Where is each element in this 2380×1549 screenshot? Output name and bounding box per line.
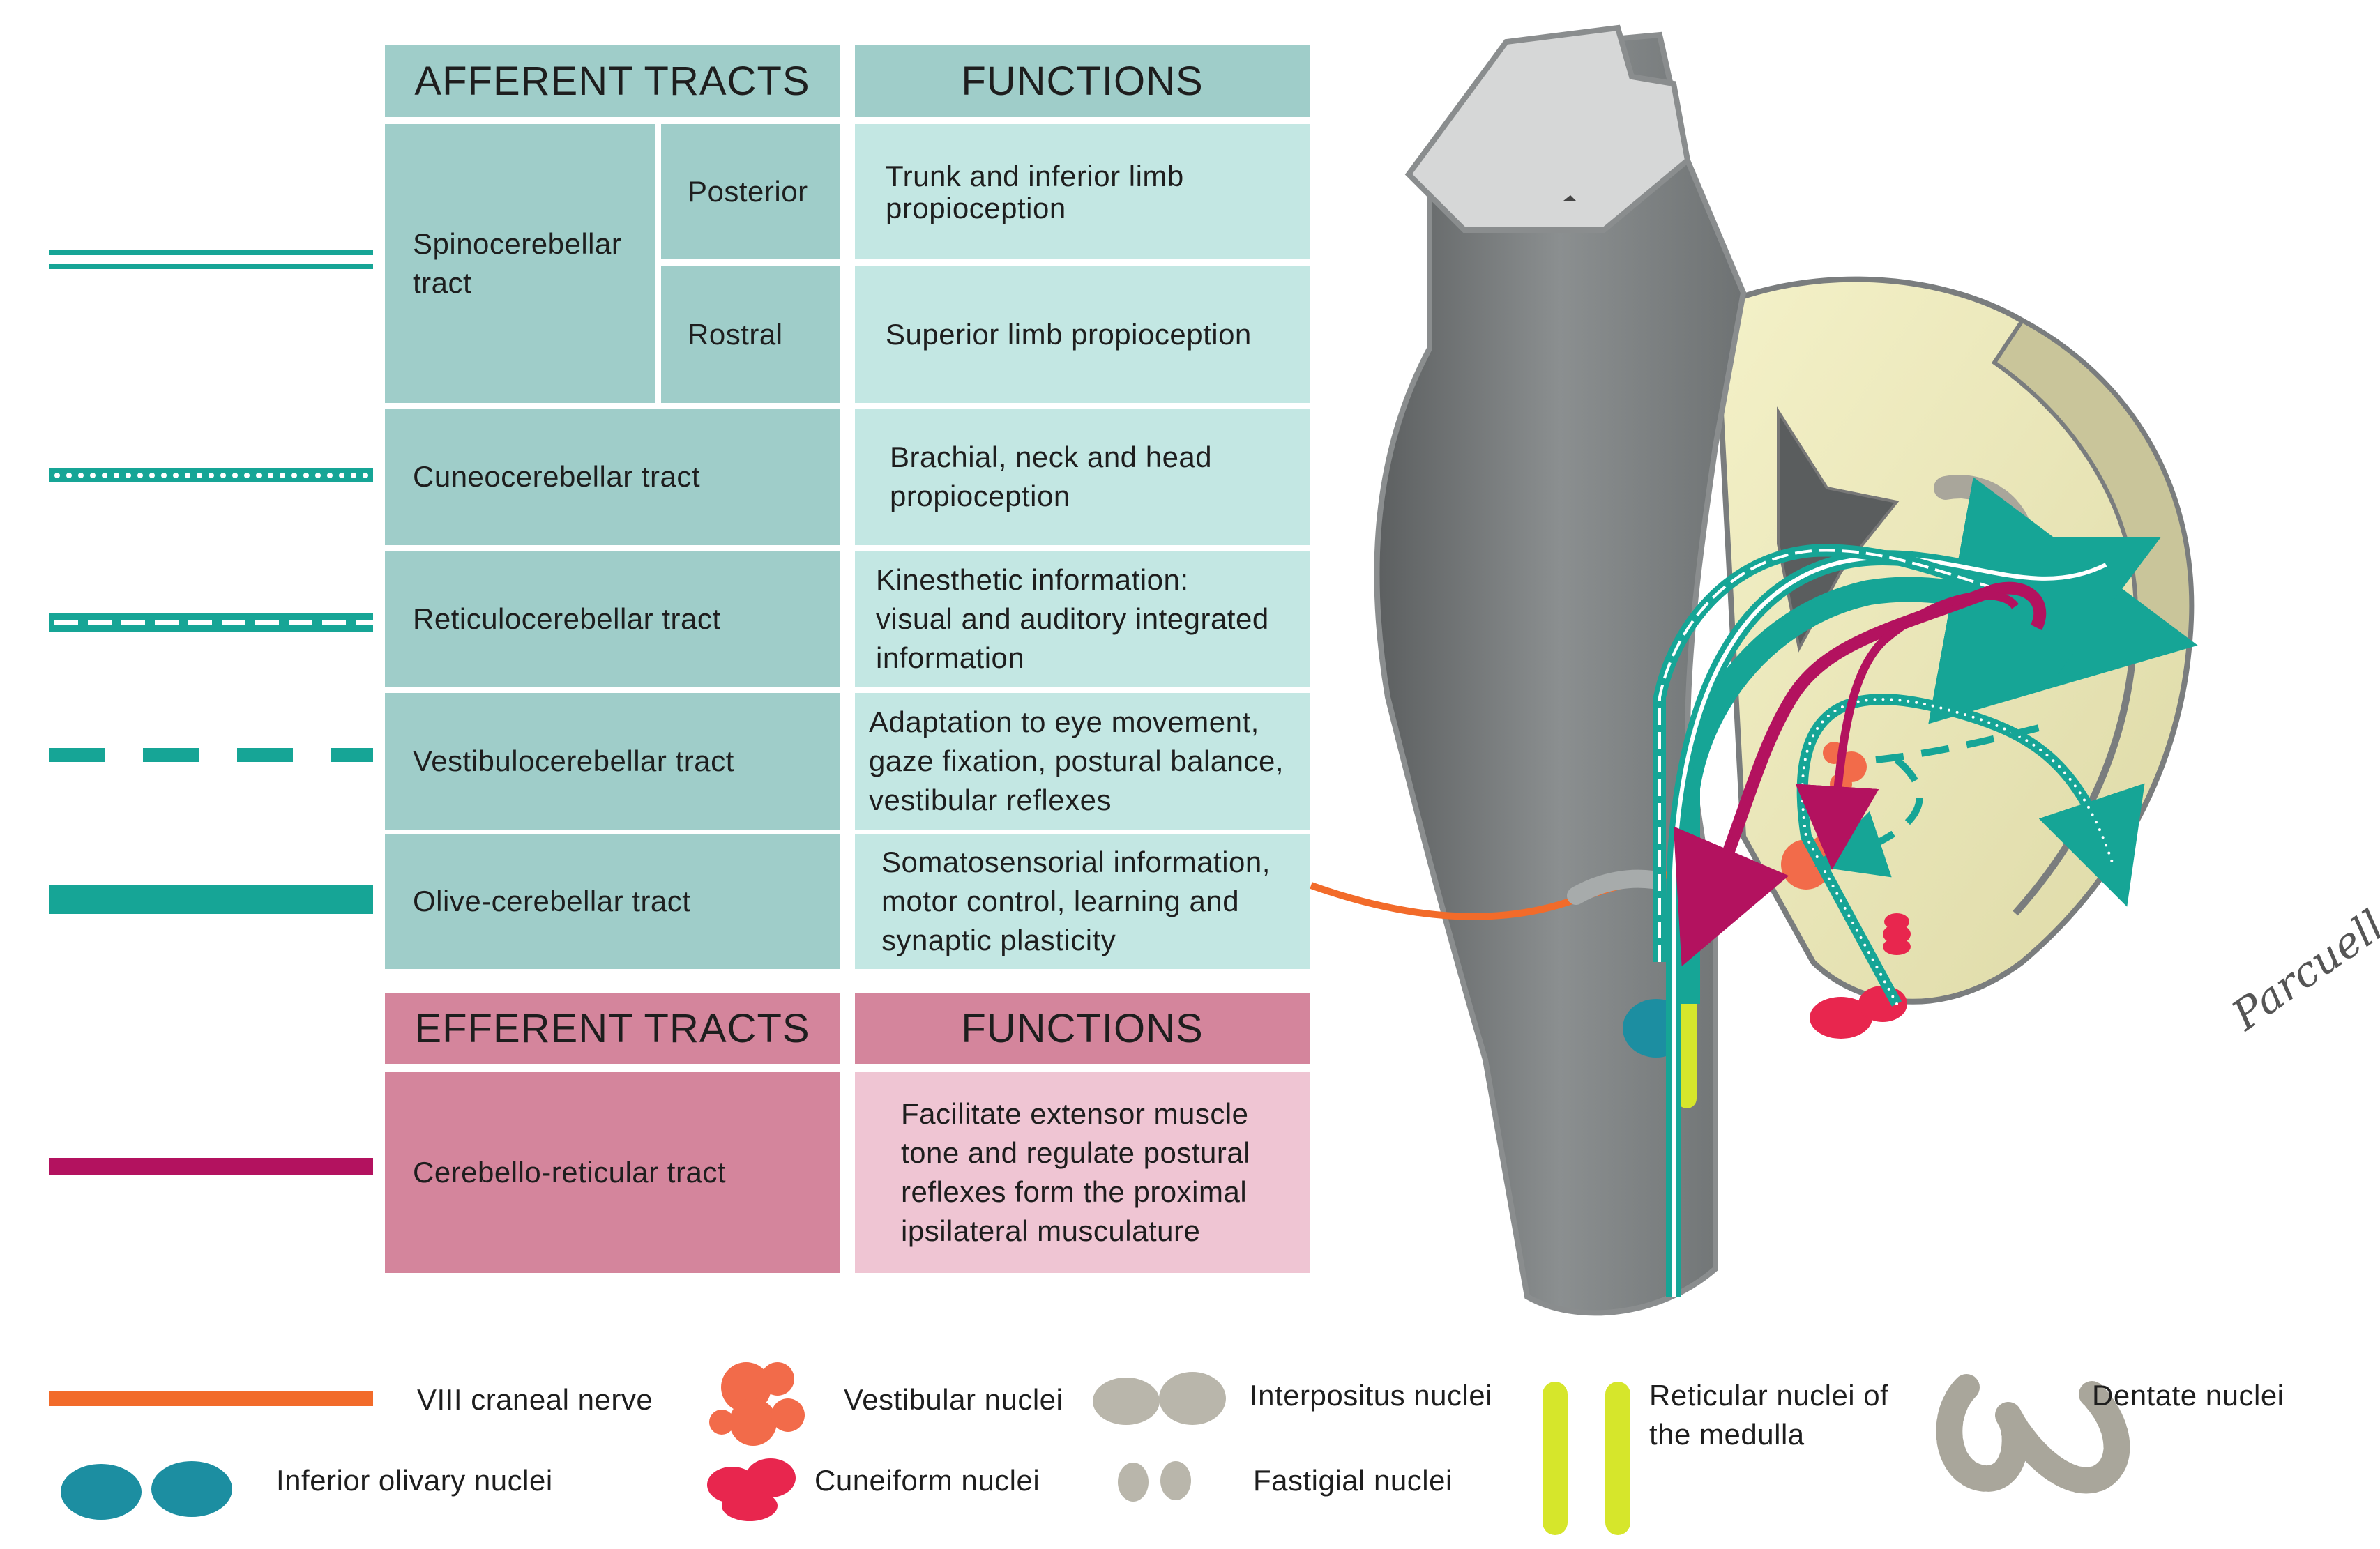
interpositus-legend-icon (1093, 1372, 1226, 1425)
aqueduct-icon (1563, 195, 1576, 201)
cuneocerebellar-function-cell: Brachial, neck and head propioception (855, 409, 1310, 545)
vestibulocerebellar-tract-cell: Vestibulocerebellar tract (385, 693, 840, 830)
cerebello-reticular-tract (1673, 581, 2047, 967)
reticular-legend-icon (1543, 1382, 1630, 1535)
afferent-functions-header: FUNCTIONS (855, 45, 1310, 117)
vestibular-legend-icon (709, 1362, 805, 1446)
double-line-sample (49, 250, 373, 269)
dentate-legend-icon (1936, 1374, 2130, 1494)
line-samples (49, 250, 373, 1175)
viii-nerve-legend-label: VIII craneal nerve (417, 1383, 653, 1416)
vestibulocerebellar-function-cell: Adaptation to eye movement, gaze fixatio… (855, 693, 1310, 830)
posterior-function-cell: Trunk and inferior limb propioception (855, 124, 1310, 259)
inferior-olivary-legend-icon (61, 1461, 232, 1520)
reticular-legend-label: Reticular nuclei of the medulla (1649, 1379, 1889, 1451)
olive-cerebellar-function-cell: Somatosensorial information, motor contr… (855, 834, 1310, 969)
interpositus-legend-label: Interpositus nuclei (1250, 1379, 1493, 1412)
bottom-legend-icons (49, 1362, 2130, 1535)
spinocerebellar-tract-cell: Spinocerebellar tract (385, 124, 655, 403)
efferent-tracts-header: EFFERENT TRACTS (385, 993, 840, 1064)
midbrain-cut (1404, 24, 1691, 233)
fourth-ventricle (1777, 406, 1900, 653)
fastigial-legend-label: Fastigial nuclei (1253, 1464, 1453, 1497)
cerebello-reticular-function-cell: Facilitate extensor muscle tone and regu… (855, 1072, 1310, 1273)
olive-cerebellar-tract-cell: Olive-cerebellar tract (385, 834, 840, 969)
cuneiform-legend-label: Cuneiform nuclei (814, 1464, 1040, 1497)
cerebello-reticular-tract-cell: Cerebello-reticular tract (385, 1072, 840, 1273)
vestibular-legend-label: Vestibular nuclei (844, 1383, 1063, 1416)
brainstem (1374, 31, 1747, 1316)
brainstem-cerebellum-illustration: Parcuellas (1310, 24, 2380, 1316)
rostral-function-cell: Superior limb propioception (855, 266, 1310, 403)
cuneiform-legend-icon (707, 1458, 796, 1521)
cuneocerebellar-tract-cell: Cuneocerebellar tract (385, 409, 840, 545)
afferent-tracts-header: AFFERENT TRACTS (385, 45, 840, 117)
fastigial-legend-icon (1118, 1461, 1191, 1502)
dentate-legend-label: Dentate nuclei (2092, 1379, 2284, 1412)
rostral-cell: Rostral (661, 266, 840, 403)
reticulocerebellar-function-cell: Kinesthetic information: visual and audi… (855, 551, 1310, 687)
inferior-olivary-legend-label: Inferior olivary nuclei (276, 1464, 553, 1497)
posterior-cell: Posterior (661, 124, 840, 259)
efferent-functions-header: FUNCTIONS (855, 993, 1310, 1064)
signature: Parcuellas (2223, 874, 2380, 1040)
reticulocerebellar-tract-cell: Reticulocerebellar tract (385, 551, 840, 687)
